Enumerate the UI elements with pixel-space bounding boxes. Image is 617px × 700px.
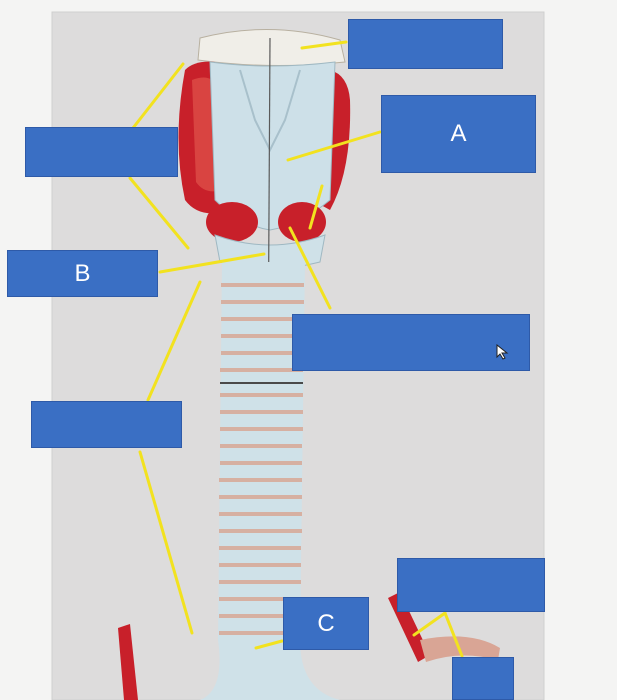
leader-lines <box>128 40 464 658</box>
mouse-cursor-icon <box>496 344 509 360</box>
label-box-bottom-right-upper[interactable] <box>397 558 545 612</box>
label-box-c[interactable]: C <box>283 597 369 650</box>
label-box-middle[interactable] <box>292 314 530 371</box>
label-a-text: A <box>450 120 467 147</box>
label-box-top[interactable] <box>348 19 503 69</box>
label-box-left-upper[interactable] <box>25 127 178 177</box>
label-box-left-lower[interactable] <box>31 401 182 448</box>
trachea-model <box>200 262 340 700</box>
label-box-b[interactable]: B <box>7 250 158 297</box>
label-box-bottom-right-lower[interactable] <box>452 657 514 700</box>
label-box-a[interactable]: A <box>381 95 536 173</box>
label-b-text: B <box>74 259 91 287</box>
label-c-text: C <box>317 609 335 637</box>
